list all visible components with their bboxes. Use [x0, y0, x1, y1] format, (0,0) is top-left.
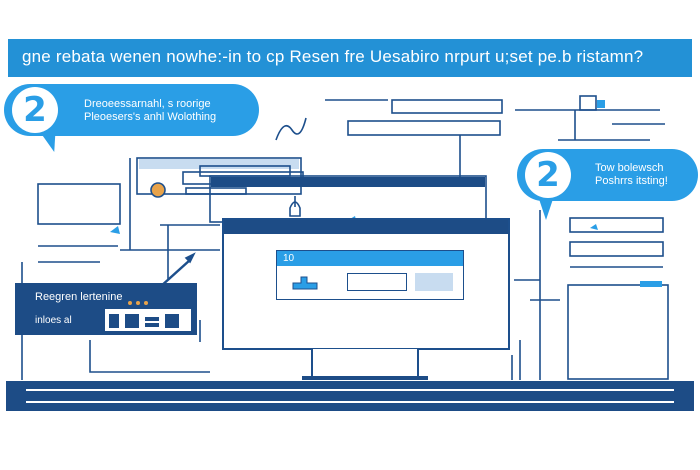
bubble-left-number: 2	[12, 87, 58, 133]
squiggle-line	[275, 117, 307, 141]
monitor-stand	[302, 348, 428, 380]
bubble-left-text: Dreoeessarnahl, s roorige Pleoesers's an…	[84, 98, 216, 124]
dark-card-dots	[127, 293, 153, 305]
bubble-right-text: Tow bolewsch Poshrrs itsting!	[595, 162, 668, 188]
banner-text: gne rebata wenen nowhe:-in to cp Resen f…	[22, 47, 644, 66]
bubble-right-line2: Poshrrs itsting!	[595, 175, 668, 187]
monitor-screen: 10	[276, 250, 464, 300]
bubble-right-number: 2	[525, 152, 571, 198]
monitor: 10	[222, 218, 510, 350]
screen-input[interactable]: 10	[277, 251, 463, 266]
bubble-right-line1: Tow bolewsch	[595, 162, 664, 174]
hand-icon	[291, 273, 321, 291]
left-dark-card: Reegren lertenine inloes al	[15, 283, 197, 335]
base-bar-stripes	[26, 389, 674, 403]
mouse-icon	[289, 201, 301, 217]
monitor-title-bar	[224, 220, 508, 234]
bubble-left-line2: Pleoesers's anhl Wolothing	[84, 111, 217, 123]
screen-button[interactable]	[415, 273, 453, 291]
screen-field[interactable]	[347, 273, 407, 291]
speech-bubble-right: 2 Tow bolewsch Poshrrs itsting!	[517, 149, 698, 201]
dark-card-line1: Reegren lertenine	[35, 291, 123, 303]
speech-bubble-left: 2 Dreoeessarnahl, s roorige Pleoesers's …	[4, 84, 259, 136]
dark-card-icons	[105, 309, 191, 331]
base-bar	[6, 381, 694, 411]
dark-card-line2: inloes al	[35, 315, 72, 326]
top-banner: gne rebata wenen nowhe:-in to cp Resen f…	[8, 39, 692, 77]
bubble-left-line1: Dreoeessarnahl, s roorige	[84, 98, 211, 110]
